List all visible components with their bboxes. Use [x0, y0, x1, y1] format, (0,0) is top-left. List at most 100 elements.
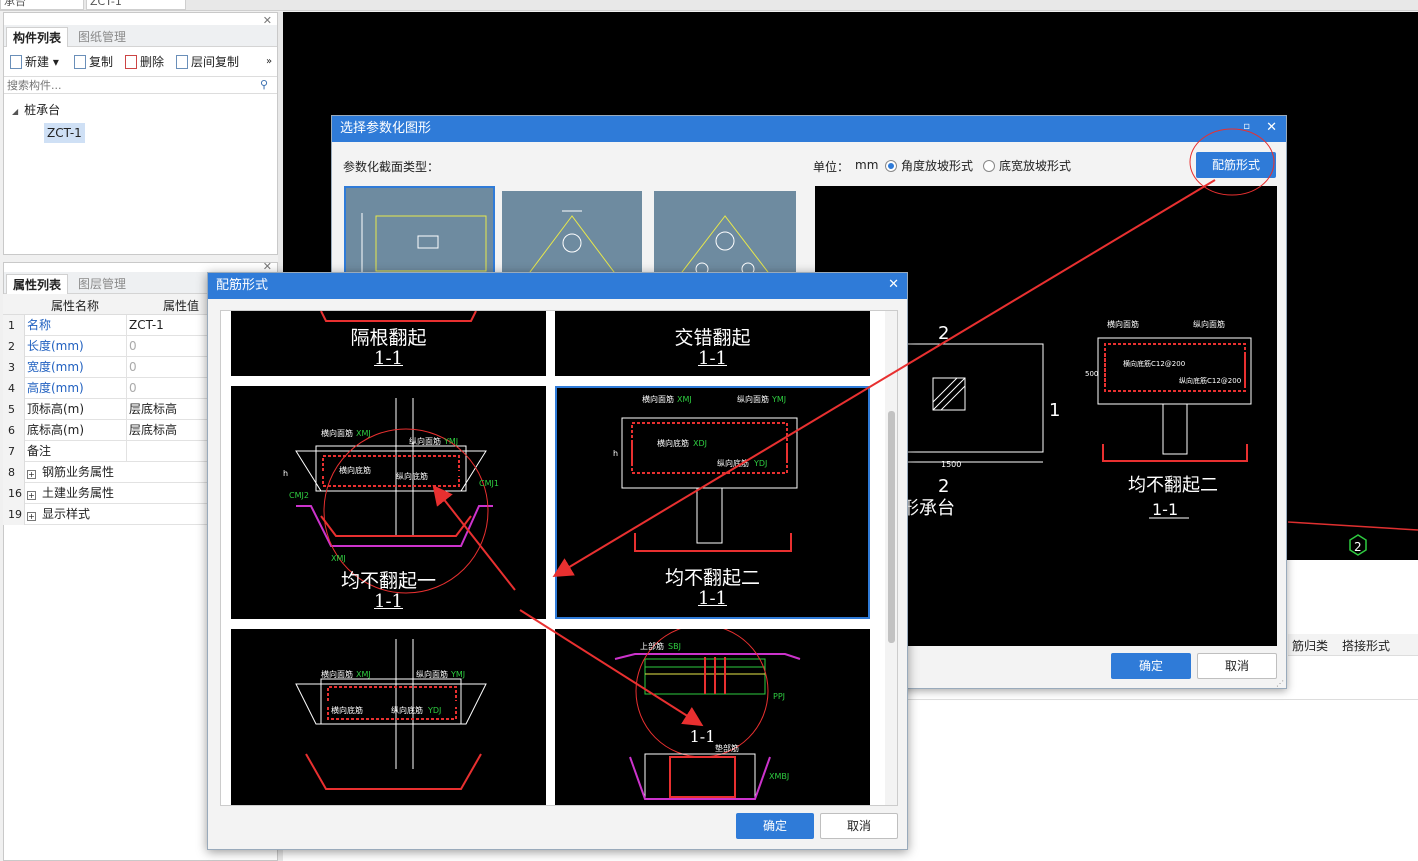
shape-thumbnail-rect-drawing	[361, 213, 487, 273]
label-sbj: SBJ	[668, 642, 681, 651]
expand-icon[interactable]: +	[27, 491, 36, 500]
label-cmj2: CMJ2	[289, 491, 309, 500]
param-dialog-title: 选择参数化图形	[332, 116, 1286, 142]
preview-caption-right: 均不翻起二	[1128, 475, 1218, 496]
floor-copy-button[interactable]: 层间复制	[176, 54, 239, 70]
toolbar-more-button[interactable]: »	[266, 56, 273, 67]
option-title: 隔根翻起	[350, 327, 427, 349]
floor-copy-icon	[176, 55, 188, 69]
rebar-cancel-button[interactable]: 取消	[820, 813, 898, 839]
label-xmj2: XMJ	[331, 554, 346, 563]
radio-unchecked-icon	[983, 160, 995, 172]
unit-value: mm	[855, 158, 879, 172]
tree-item-zct1[interactable]: ZCT-1	[44, 123, 85, 143]
tab-drawing-management[interactable]: 图纸管理	[78, 30, 127, 44]
property-group-row[interactable]: 16+土建业务属性	[3, 483, 207, 504]
component-panel-tabs: 构件列表 图纸管理	[4, 25, 277, 47]
dim-1500: 1500	[941, 460, 961, 469]
param-cancel-button[interactable]: 取消	[1197, 653, 1277, 679]
rebar-form-dialog: 配筋形式 ✕ 隔根翻起 1-1 交错翻起 1-1 横向面筋	[207, 272, 908, 850]
header-name: 属性名称	[51, 299, 100, 313]
radio-width-slope[interactable]: 底宽放坡形式	[983, 157, 1071, 174]
left-gray-bg	[3, 255, 278, 263]
maximize-icon[interactable]: ▫	[1243, 121, 1250, 132]
rebar-form-button[interactable]: 配筋形式	[1196, 152, 1276, 178]
option-title: 交错翻起	[674, 327, 751, 349]
close-icon[interactable]: ✕	[262, 260, 272, 273]
label-2-top: 2	[938, 323, 949, 344]
rebar-option[interactable]: 横向面筋 XMJ 纵向面筋 YMJ 横向底筋 纵向底筋 YDJ	[231, 629, 546, 805]
label-1: 1	[1049, 400, 1060, 421]
expand-icon[interactable]: +	[27, 512, 36, 521]
header-value: 属性值	[163, 299, 200, 313]
search-icon[interactable]: ⚲	[260, 78, 269, 91]
rebar-dialog-title: 配筋形式	[208, 273, 907, 299]
label-hdj: 横向底筋	[339, 465, 371, 475]
tab-component-list[interactable]: 构件列表	[6, 27, 69, 47]
rebar-option[interactable]: 交错翻起 1-1	[555, 311, 870, 376]
option-title: 均不翻起二	[664, 567, 760, 589]
copy-button[interactable]: 复制	[74, 54, 113, 70]
rebar-option-selected[interactable]: 横向面筋 XMJ 纵向面筋 YMJ 横向底筋 XDJ 纵向底筋 YDJ h 均不…	[555, 386, 870, 619]
label-cmj1: CMJ1	[479, 479, 499, 488]
option-section: 1-1	[698, 588, 727, 609]
preview-caption-left: 形承台	[901, 498, 955, 519]
close-icon[interactable]: ✕	[888, 277, 899, 292]
component-list-panel: 构件列表 图纸管理 ✕ 新建 ▾ 复制 删除 层间复制 » ⚲ ◢桩承台 ZCT…	[3, 12, 278, 255]
label-ydj: YDJ	[427, 706, 441, 715]
label-2-bottom: 2	[938, 476, 949, 497]
label-zdj: 纵向底筋	[391, 705, 423, 715]
preview-section: 1-1	[1152, 500, 1178, 519]
top-field-2[interactable]: ZCT-1	[86, 0, 186, 10]
top-field-1[interactable]: 承台	[0, 0, 84, 10]
new-icon	[10, 55, 22, 69]
rebar-option-drawing: 上部筋 SBJ PPJ 垫部筋 XMBJ	[614, 624, 801, 800]
rebar-option[interactable]: 横向面筋 XMJ 纵向面筋 YMJ 横向底筋 纵向底筋 CMJ1 CMJ2 XM…	[231, 386, 546, 619]
collapse-icon[interactable]: ◢	[12, 107, 19, 116]
radio-angle-slope[interactable]: 角度放坡形式	[885, 157, 973, 174]
tab-layer-management[interactable]: 图层管理	[78, 277, 127, 291]
delete-button[interactable]: 删除	[125, 54, 164, 70]
rebar-option[interactable]: 隔根翻起 1-1	[231, 311, 546, 376]
options-scrollbar[interactable]	[885, 311, 897, 805]
param-ok-button[interactable]: 确定	[1111, 653, 1191, 679]
label-zmj: 纵向面筋	[416, 669, 448, 679]
col-header-rebar-class: 筋归类	[1292, 639, 1329, 653]
copy-icon	[74, 55, 86, 69]
anno-top-left: 横向面筋	[1107, 319, 1139, 329]
label-h: h	[613, 449, 618, 458]
new-button[interactable]: 新建 ▾	[10, 54, 59, 70]
rebar-option-drawing: 横向面筋 XMJ 纵向面筋 YMJ 横向底筋 纵向底筋 YDJ	[295, 639, 487, 790]
expand-icon[interactable]: +	[27, 470, 36, 479]
col-header-lap-form: 搭接形式	[1342, 639, 1391, 653]
resize-grip-icon[interactable]: ⋰	[1276, 679, 1284, 688]
close-icon[interactable]: ✕	[1266, 120, 1277, 135]
anno-top-right: 纵向面筋	[1193, 319, 1225, 329]
scrollbar-thumb[interactable]	[888, 411, 895, 643]
property-grid-header: 属性名称 属性值	[3, 294, 207, 315]
option-section: 1-1	[698, 348, 727, 369]
section-type-label: 参数化截面类型：	[343, 160, 440, 174]
shape-thumbnail-rect[interactable]	[344, 186, 495, 286]
tab-property-list[interactable]: 属性列表	[6, 274, 69, 294]
close-icon[interactable]: ✕	[262, 14, 272, 27]
option-section: 1-1	[374, 348, 403, 369]
label-upper: 上部筋	[640, 641, 664, 651]
dim-500: 500	[1085, 370, 1098, 378]
anno-mid: 横向底筋C12@200	[1123, 359, 1185, 368]
label-ymj: YMJ	[450, 670, 465, 679]
rebar-option[interactable]: 上部筋 SBJ PPJ 垫部筋 XMBJ 1-1	[555, 624, 870, 805]
tree-root[interactable]: ◢桩承台	[12, 103, 61, 117]
rebar-ok-button[interactable]: 确定	[736, 813, 814, 839]
label-hmj: 横向面筋	[642, 394, 674, 404]
property-group-row[interactable]: 8+钢筋业务属性	[3, 462, 207, 483]
search-input[interactable]	[4, 76, 277, 94]
property-group-row[interactable]: 19+显示样式	[3, 504, 207, 525]
